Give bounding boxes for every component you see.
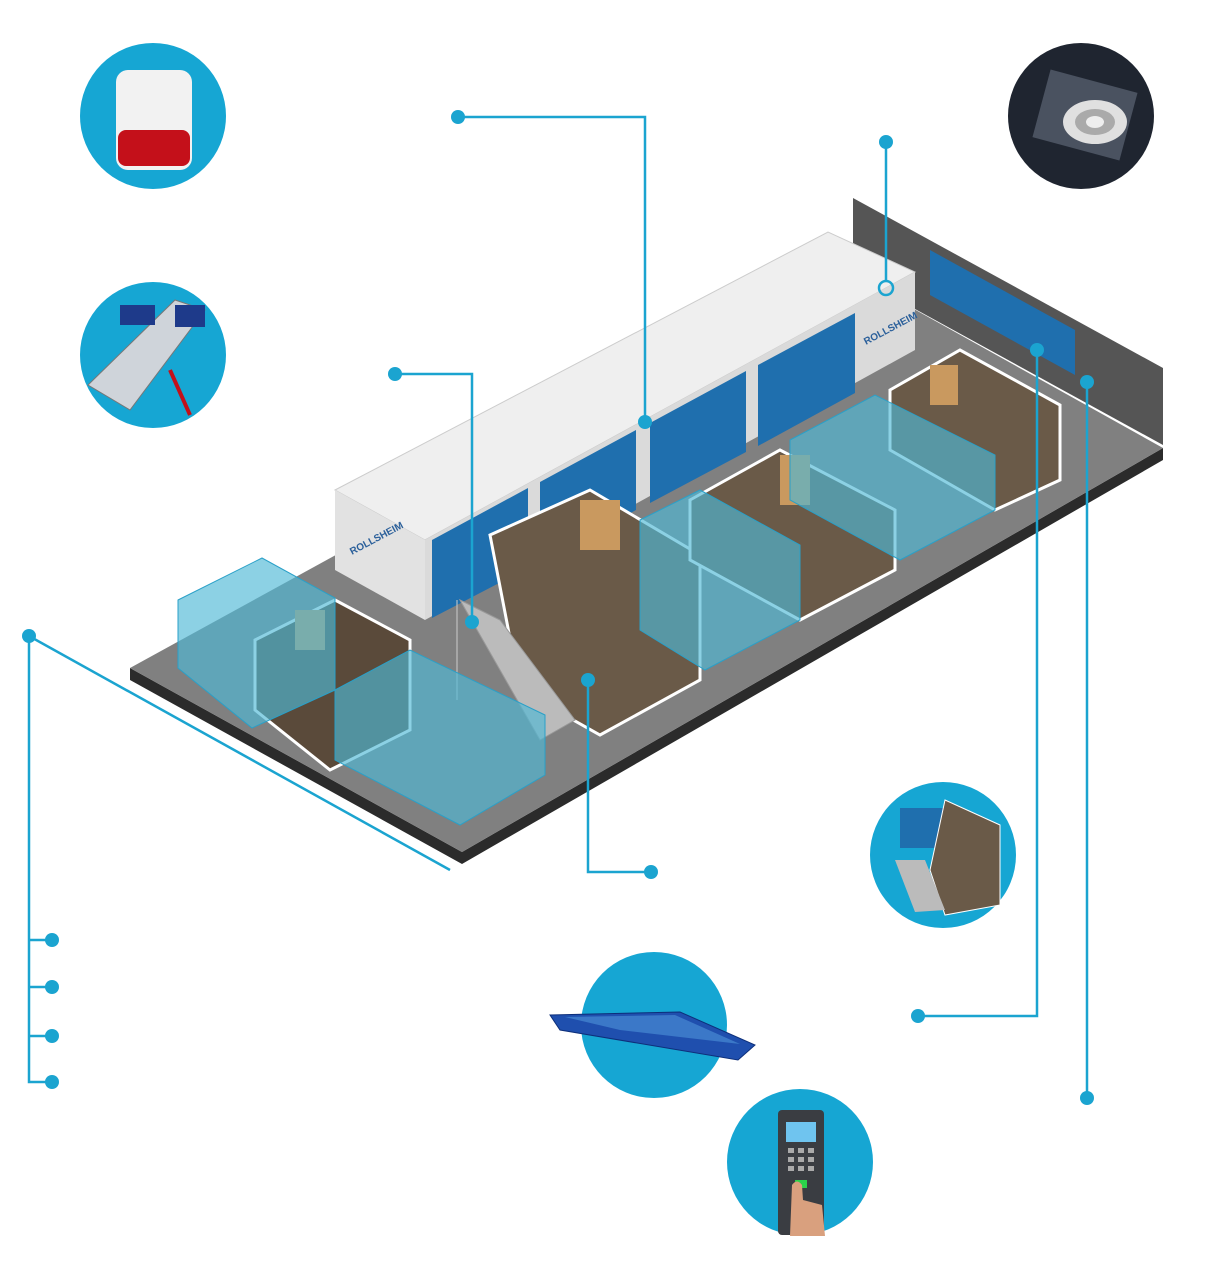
callout-dot[interactable] xyxy=(1080,1091,1094,1105)
callout-dot[interactable] xyxy=(465,615,479,629)
glass-units xyxy=(177,394,996,826)
callout-dots xyxy=(22,110,1094,1105)
storage-unit-icon xyxy=(870,782,1016,928)
callout-dot[interactable] xyxy=(22,629,36,643)
callout-dot[interactable] xyxy=(45,1075,59,1089)
fingerprint-keypad-icon xyxy=(727,1089,873,1236)
callout-dot[interactable] xyxy=(451,110,465,124)
mobile-stairs-icon xyxy=(80,282,226,428)
block-side xyxy=(335,490,425,620)
callout-dot[interactable] xyxy=(644,865,658,879)
callout-dot[interactable] xyxy=(45,933,59,947)
callout-dot[interactable] xyxy=(911,1009,925,1023)
callout-dot[interactable] xyxy=(45,980,59,994)
siren-icon xyxy=(80,43,226,189)
callout-dot[interactable] xyxy=(388,367,402,381)
callout-dot[interactable] xyxy=(581,673,595,687)
callout-dot[interactable] xyxy=(1080,375,1094,389)
callout-dot[interactable] xyxy=(1030,343,1044,357)
callout-dot[interactable] xyxy=(638,415,652,429)
loading-ramp-icon xyxy=(549,952,756,1098)
callout-dot[interactable] xyxy=(45,1029,59,1043)
callout-dot[interactable] xyxy=(879,135,893,149)
facility-illustration: ROLLSHEIM ROLLSHEIM xyxy=(130,198,1163,864)
ceiling-vent-icon xyxy=(1008,43,1154,189)
